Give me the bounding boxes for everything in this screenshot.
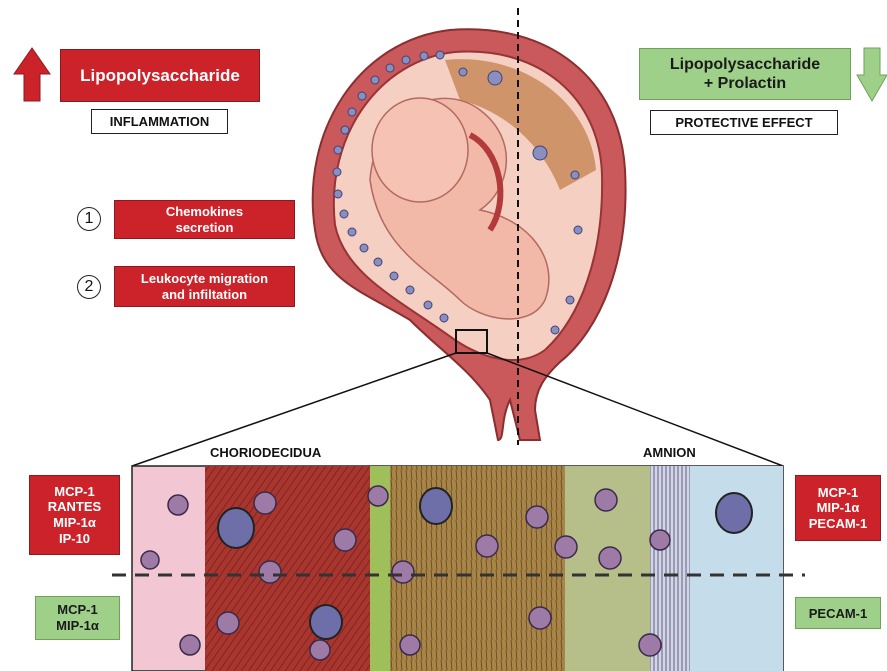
tissue-section [132, 466, 783, 671]
protective-effect-text: PROTECTIVE EFFECT [675, 115, 812, 130]
amnion-label: AMNION [643, 445, 696, 460]
left-inflammation-markers: MCP-1 RANTES MIP-1α IP-10 [29, 475, 120, 555]
right-inflammation-markers: MCP-1 MIP-1α PECAM-1 [795, 475, 881, 541]
lps-prolactin-box: Lipopolysaccharide + Prolactin [639, 48, 851, 100]
step-2-number: 2 [77, 275, 101, 299]
left-inflammation-markers-text: MCP-1 RANTES MIP-1α IP-10 [48, 484, 101, 546]
right-protective-markers: PECAM-1 [795, 597, 881, 629]
step-2-text: Leukocyte migration and infiltation [141, 271, 268, 302]
uterus-illustration [313, 29, 626, 440]
lps-title-box: Lipopolysaccharide [60, 49, 260, 102]
right-inflammation-markers-text: MCP-1 MIP-1α PECAM-1 [809, 485, 868, 532]
step-1-box: Chemokines secretion [114, 200, 295, 239]
step-1-text: Chemokines secretion [166, 204, 243, 235]
inflammation-label: INFLAMMATION [91, 109, 228, 134]
right-protective-markers-text: PECAM-1 [809, 606, 868, 621]
up-arrow-icon [14, 48, 50, 101]
step-2-box: Leukocyte migration and infiltation [114, 266, 295, 307]
choriodecidua-label: CHORIODECIDUA [210, 445, 321, 460]
lps-title: Lipopolysaccharide [80, 66, 240, 86]
down-arrow-icon [857, 48, 887, 101]
left-protective-markers: MCP-1 MIP-1α [35, 596, 120, 640]
lps-prolactin-title: Lipopolysaccharide + Prolactin [670, 55, 820, 93]
protective-effect-label: PROTECTIVE EFFECT [650, 110, 838, 135]
step-1-number: 1 [77, 207, 101, 231]
inflammation-text: INFLAMMATION [110, 114, 209, 129]
left-protective-markers-text: MCP-1 MIP-1α [56, 602, 99, 633]
